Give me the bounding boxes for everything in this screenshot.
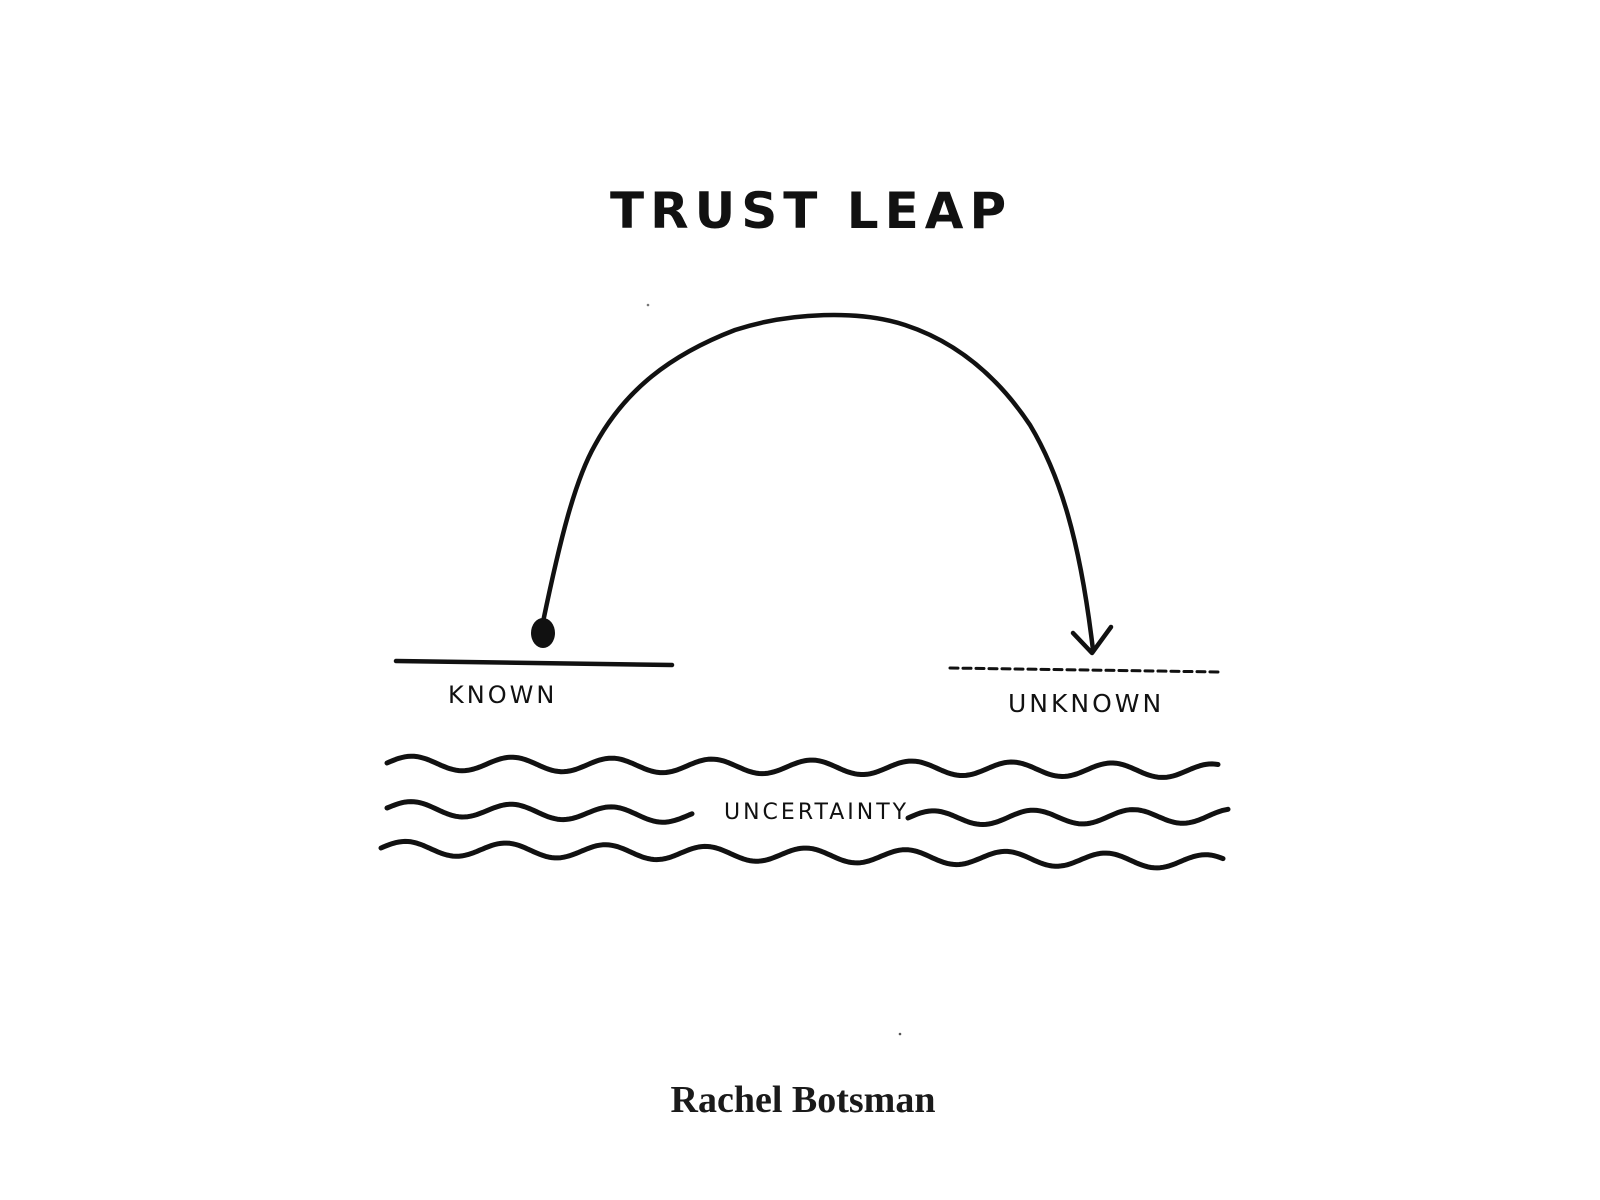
- wave-line-middle-right: [905, 806, 1231, 827]
- paper-speck: [898, 1032, 902, 1036]
- start-point-dot: [531, 618, 555, 648]
- paper-speck: [646, 303, 650, 307]
- unknown-ground-line: [948, 666, 1224, 674]
- unknown-label: UNKNOWN: [1008, 689, 1164, 718]
- wave-line-bottom: [378, 838, 1226, 871]
- known-ground-line: [393, 658, 675, 668]
- known-label: KNOWN: [448, 681, 557, 709]
- wave-line-middle-left: [384, 799, 695, 825]
- author-credit: Rachel Botsman: [671, 1079, 936, 1121]
- leap-arc: [540, 312, 1096, 653]
- uncertainty-label: UNCERTAINTY: [724, 800, 909, 825]
- wave-line-top: [384, 753, 1221, 780]
- uncertainty-waves: [378, 753, 1231, 871]
- arrow-head-icon: [1070, 624, 1114, 656]
- diagram-title: TRUST LEAP: [610, 182, 1012, 240]
